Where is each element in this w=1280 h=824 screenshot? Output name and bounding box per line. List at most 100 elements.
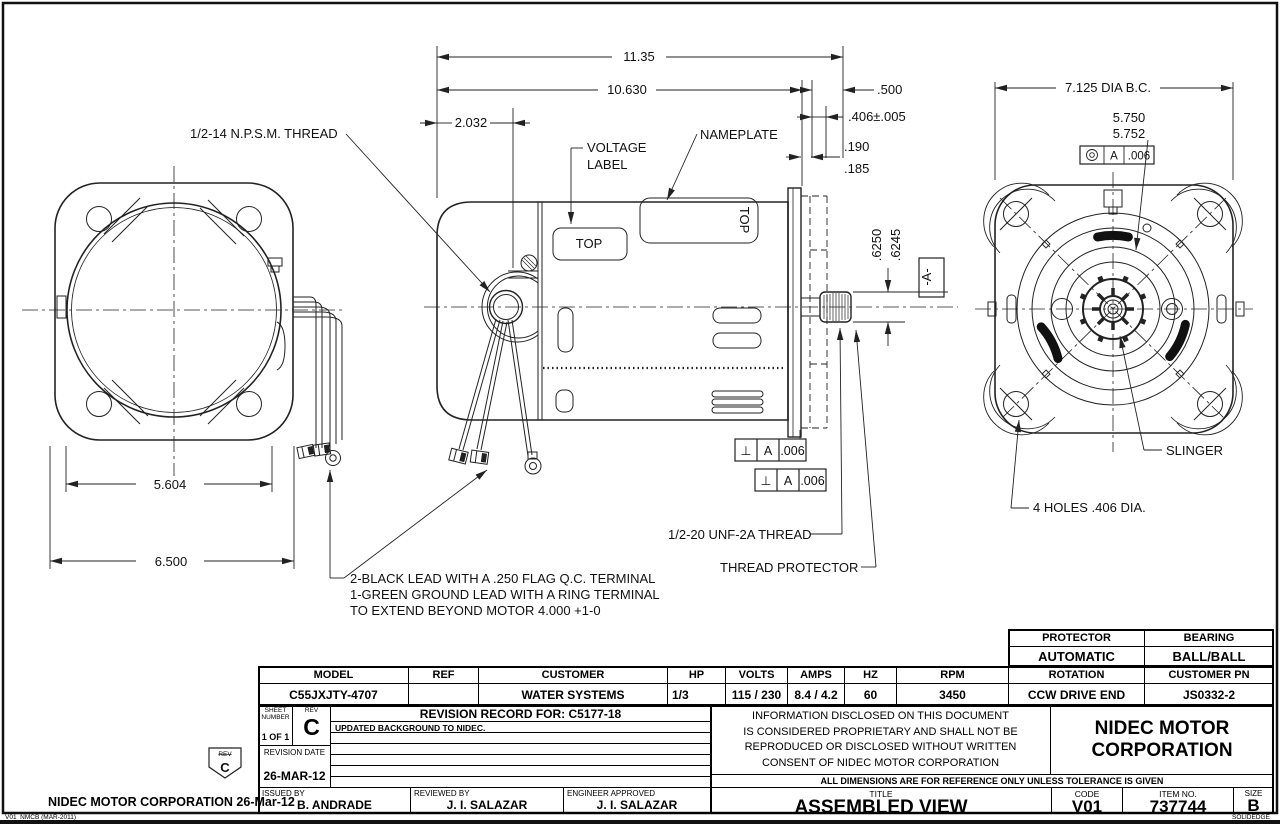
sheet-number-cell: SHEET NUMBER 1 OF 1	[258, 705, 293, 746]
mount-hole	[236, 391, 262, 417]
datum-a-box	[918, 257, 945, 298]
nameplate-plate	[639, 197, 759, 244]
side-pill	[1006, 294, 1017, 324]
bearing-hub-circle	[1082, 278, 1144, 340]
item-no-value: 737744	[1149, 797, 1207, 816]
label-holes: 4 HOLES .406 DIA.	[1033, 500, 1146, 515]
vent-slat	[711, 390, 764, 398]
ring-terminal-stem	[527, 451, 538, 460]
concentricity-icon	[1089, 152, 1095, 158]
spec-header-hz: HZ	[844, 666, 897, 684]
label-thread-protector: THREAD PROTECTOR	[720, 560, 858, 575]
gdt-datum: A	[784, 474, 793, 488]
screw-head	[1161, 298, 1183, 320]
gdt-tolerance: .006	[1128, 151, 1150, 163]
datum-a-label: -A-	[919, 268, 934, 285]
dim-gap-min: .185	[844, 161, 869, 176]
vent-slat	[711, 406, 764, 414]
conduit-hole	[488, 289, 524, 325]
bearing-value: BALL/BALL	[1144, 646, 1274, 667]
corner-stamp: NIDEC MOTOR CORPORATION 26-Mar-12	[48, 795, 295, 809]
form-number: V01_NMCB (MAR-2011)	[5, 814, 77, 821]
voltage-label-plate	[552, 227, 628, 261]
vent-slot	[712, 307, 762, 324]
side-view-dimensions	[326, 46, 948, 579]
label-voltage-2: LABEL	[587, 157, 627, 172]
dim-shaft-dia-max: .6250	[869, 229, 884, 262]
spec-header-ref: REF	[408, 666, 479, 684]
gdt-datum: A	[1110, 151, 1118, 163]
gdt-datum: A	[764, 444, 773, 458]
rev-flag-label: REV	[218, 751, 232, 758]
corner-rib	[103, 197, 149, 243]
voltage-label-top-text: TOP	[576, 236, 603, 251]
proprietary-notice: INFORMATION DISCLOSED ON THIS DOCUMENT I…	[710, 705, 1051, 775]
lead-wire	[293, 316, 343, 440]
title-cell: TITLE ASSEMBLED VIEW	[710, 787, 1052, 818]
mount-hole	[86, 391, 112, 417]
vent-slot	[555, 389, 574, 413]
sheet-bottom-edge	[0, 820, 1280, 824]
revision-date-label: REVISION DATE	[263, 748, 326, 757]
spec-value-amps: 8.4 / 4.2	[787, 683, 845, 706]
mount-holes	[999, 197, 1227, 421]
vent-slot	[557, 307, 574, 353]
issued-by-label: ISSUED BY	[262, 789, 305, 798]
drain-hole	[1051, 298, 1073, 320]
dim-flange-thickness: .406±.005	[848, 109, 906, 124]
mount-hole	[86, 206, 112, 232]
legal-line: IS CONSIDERED PROPRIETARY AND SHALL NOT …	[743, 725, 1018, 738]
title-value: ASSEMBLED VIEW	[794, 797, 968, 818]
rev-cell: REV C	[292, 705, 331, 746]
key-tab-inner	[1108, 206, 1118, 215]
size-cell: SIZE B	[1233, 787, 1274, 814]
size-value: B	[1247, 796, 1260, 815]
spec-header-model: MODEL	[258, 666, 409, 684]
legal-line: REPRODUCED OR DISCLOSED WITHOUT WRITTEN	[744, 741, 1017, 753]
legal-line: CONSENT OF NIDEC MOTOR CORPORATION	[761, 756, 1000, 769]
mount-hole	[236, 206, 262, 232]
spec-header-hp: HP	[667, 666, 726, 684]
vent-slot	[712, 332, 762, 349]
ring-terminal-hole	[529, 462, 537, 470]
corner-gussets	[983, 182, 1243, 436]
end-view	[975, 172, 1253, 452]
code-cell: CODE V01	[1051, 787, 1123, 815]
rev-label: REV	[304, 707, 319, 714]
edge-notch	[987, 301, 997, 317]
revision-date-value: 26-MAR-12	[263, 769, 326, 783]
shaft-circle-inner	[1103, 299, 1123, 319]
rev-flag: REV C	[208, 747, 242, 779]
revision-record-title: REVISION RECORD FOR: C5177-18	[330, 705, 711, 722]
flange-square-outline	[994, 184, 1234, 434]
reviewed-by-label: REVIEWED BY	[414, 789, 470, 798]
side-view	[424, 187, 958, 475]
item-no-cell: ITEM NO. 737744	[1122, 787, 1234, 816]
flag-terminal	[469, 449, 490, 465]
ring-terminal	[524, 457, 542, 475]
ring-terminal	[325, 450, 341, 466]
perpendicularity-icon: ⊥	[761, 474, 772, 488]
edge-notch	[1235, 301, 1245, 317]
dim-bolt-circle: 7.125 DIA B.C.	[1065, 80, 1151, 95]
dim-rabbet-min: 5.752	[1113, 126, 1146, 141]
shell-circle	[1016, 212, 1210, 406]
spec-value-rotation: CCW DRIVE END	[1008, 683, 1145, 706]
company-name-line2: CORPORATION	[1091, 740, 1233, 761]
dim-conduit-offset: 2.032	[455, 115, 488, 130]
nameplate-top-text: TOP	[737, 207, 752, 234]
shell-circle	[66, 202, 282, 418]
screw-hatch	[521, 255, 537, 271]
spec-header-volts: VOLTS	[725, 666, 788, 684]
spec-header-customer-pn: CUSTOMER PN	[1144, 666, 1274, 684]
label-voltage-1: VOLTAGE	[587, 140, 647, 155]
corner-rib	[199, 199, 245, 245]
spec-value-hp: 1/3	[667, 683, 726, 706]
gdt-tolerance: .006	[780, 444, 804, 458]
shaft-center	[1107, 303, 1119, 315]
lead-wire	[458, 318, 501, 451]
concentricity-icon	[1086, 149, 1098, 161]
revision-date-cell: REVISION DATE 26-MAR-12	[258, 745, 331, 788]
